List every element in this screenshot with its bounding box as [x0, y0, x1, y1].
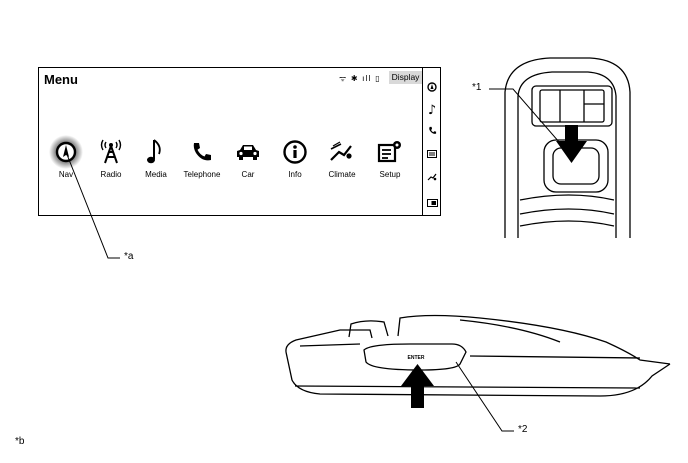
app-label: Media: [145, 170, 167, 179]
sidebar-display-icon[interactable]: [423, 199, 441, 210]
status-icons: ᯤ ✱ ıll ▯: [339, 74, 381, 83]
radio-tower-icon: [100, 139, 122, 164]
enter-button-label: ENTER: [408, 355, 425, 361]
controller-side-view: [285, 314, 671, 397]
callout-b: *b: [15, 436, 25, 447]
callout-a-leader: [65, 151, 120, 259]
sidebar-phone-icon[interactable]: [423, 126, 441, 138]
app-climate[interactable]: Climate: [320, 136, 364, 179]
press-up-arrow-icon: [401, 364, 434, 408]
phone-icon: [193, 143, 211, 161]
callout-1: *1: [472, 82, 482, 93]
sidebar-climate-icon[interactable]: [423, 172, 441, 185]
app-car[interactable]: Car: [226, 136, 270, 179]
info-icon: [283, 140, 307, 164]
screen-title: Menu: [44, 72, 78, 87]
menu-screen: Menu ᯤ ✱ ıll ▯ Display ♪ Nav: [38, 67, 441, 216]
app-media[interactable]: Media: [134, 136, 178, 179]
app-label: Nav: [58, 170, 74, 179]
sidebar-music-icon[interactable]: ♪: [427, 103, 437, 118]
setup-icon: [377, 141, 401, 163]
callout-2: *2: [518, 424, 528, 435]
app-info[interactable]: Info: [273, 136, 317, 179]
callout-2-leader: [455, 361, 514, 432]
sidebar: ♪: [422, 68, 441, 215]
app-radio[interactable]: Radio: [89, 136, 133, 179]
app-label: Info: [288, 170, 302, 179]
app-label: Telephone: [183, 170, 221, 179]
app-label: Climate: [328, 170, 356, 179]
sidebar-nav-icon[interactable]: [423, 82, 441, 95]
car-icon: [237, 145, 259, 160]
sidebar-info-icon[interactable]: [423, 150, 441, 161]
climate-icon: [330, 141, 352, 161]
app-telephone[interactable]: Telephone: [180, 136, 224, 179]
callout-a: *a: [124, 251, 134, 262]
app-label: Car: [241, 170, 255, 179]
display-button[interactable]: Display: [389, 71, 422, 84]
press-down-arrow-icon: [556, 125, 587, 163]
app-label: Setup: [379, 170, 401, 179]
app-label: Radio: [100, 170, 122, 179]
callout-1-leader: [489, 88, 567, 151]
music-note-icon: [147, 139, 161, 164]
app-setup[interactable]: Setup: [368, 136, 412, 179]
